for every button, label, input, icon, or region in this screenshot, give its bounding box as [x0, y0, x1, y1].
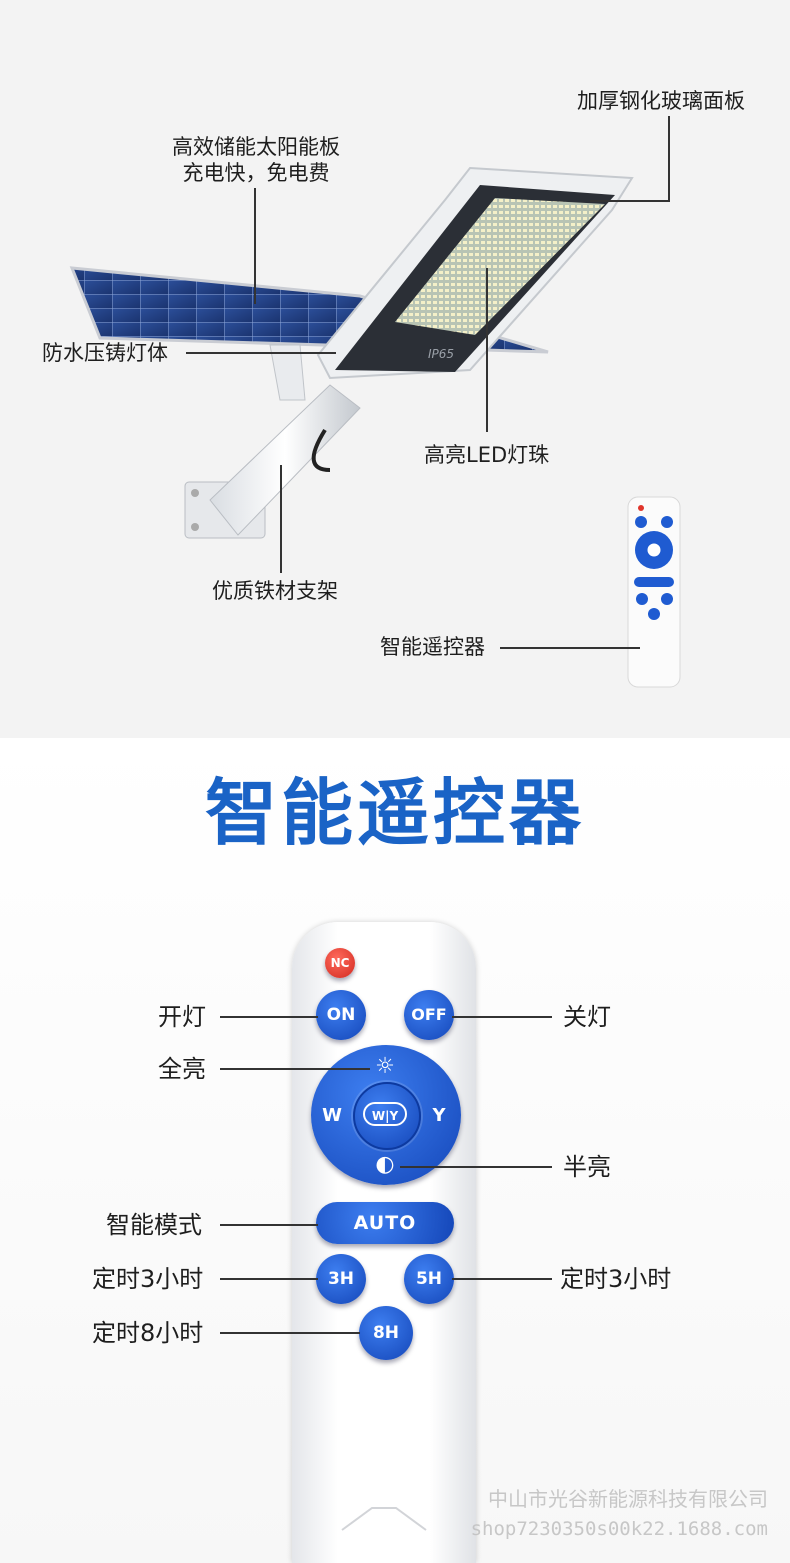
- solar-panel-label-line1: 高效储能太阳能板: [172, 135, 340, 159]
- off-button[interactable]: OFF: [404, 990, 454, 1040]
- timer3-right-line: [452, 1278, 552, 1280]
- timer3-left-callout: 定时3小时: [92, 1265, 204, 1293]
- ip-rating-text: IP65: [428, 347, 454, 361]
- led-beads-line: [486, 268, 488, 432]
- auto-callout-line: [220, 1224, 318, 1226]
- wy-center-button[interactable]: [353, 1082, 421, 1150]
- remote-section-title: 智能遥控器: [204, 771, 585, 855]
- street-light-illustration: IP65: [69, 166, 681, 688]
- w-button[interactable]: W: [322, 1105, 342, 1126]
- glass-panel-line: [668, 116, 670, 202]
- on-callout-line: [220, 1016, 318, 1018]
- on-callout: 开灯: [158, 1003, 206, 1031]
- auto-button[interactable]: AUTO: [316, 1202, 454, 1244]
- remote-line: [500, 647, 640, 649]
- glass-panel-label: 加厚钢化玻璃面板: [577, 89, 745, 113]
- remote-label: 智能遥控器: [380, 635, 485, 659]
- waterproof-body-label: 防水压铸灯体: [42, 341, 168, 365]
- sun-half-icon[interactable]: ◐: [375, 1152, 395, 1177]
- solar-panel-label: 高效储能太阳能板 充电快，免电费: [166, 134, 346, 186]
- full-callout-line: [220, 1068, 370, 1070]
- wy-center-icon: W|Y: [363, 1102, 407, 1126]
- sun-full-icon[interactable]: ☼: [375, 1054, 395, 1079]
- solar-panel-line: [254, 188, 256, 304]
- timer-8h-button[interactable]: 8H: [359, 1306, 413, 1360]
- on-button[interactable]: ON: [316, 990, 366, 1040]
- auto-callout: 智能模式: [106, 1211, 202, 1239]
- nc-button[interactable]: NC: [325, 948, 355, 978]
- half-callout-line: [400, 1166, 552, 1168]
- bracket-label: 优质铁材支架: [212, 579, 338, 603]
- remote-bottom-notch: [341, 1507, 427, 1531]
- half-callout: 半亮: [563, 1153, 611, 1181]
- product-section: IP65 加厚钢化玻璃面板 高效储能太阳能板 充电快，免电费 防水压铸灯体 高亮…: [0, 0, 790, 738]
- full-callout: 全亮: [158, 1055, 206, 1083]
- waterproof-body-line: [186, 352, 336, 354]
- glass-panel-line-h: [590, 200, 670, 202]
- solar-panel-label-line2: 充电快，免电费: [182, 161, 330, 185]
- y-button[interactable]: Y: [432, 1105, 446, 1126]
- timer8-callout-line: [220, 1332, 360, 1334]
- timer-3h-button[interactable]: 3H: [316, 1254, 366, 1304]
- timer3-right-callout: 定时3小时: [560, 1265, 672, 1293]
- timer8-callout: 定时8小时: [92, 1319, 204, 1347]
- off-callout: 关灯: [563, 1003, 611, 1031]
- timer3-left-line: [220, 1278, 318, 1280]
- watermark-company: 中山市光谷新能源科技有限公司: [488, 1487, 768, 1511]
- off-callout-line: [452, 1016, 552, 1018]
- led-beads-label: 高亮LED灯珠: [424, 443, 550, 467]
- bracket-line: [280, 465, 282, 573]
- watermark-shop: shop7230350s00k22.1688.com: [470, 1518, 768, 1540]
- timer-5h-button[interactable]: 5H: [404, 1254, 454, 1304]
